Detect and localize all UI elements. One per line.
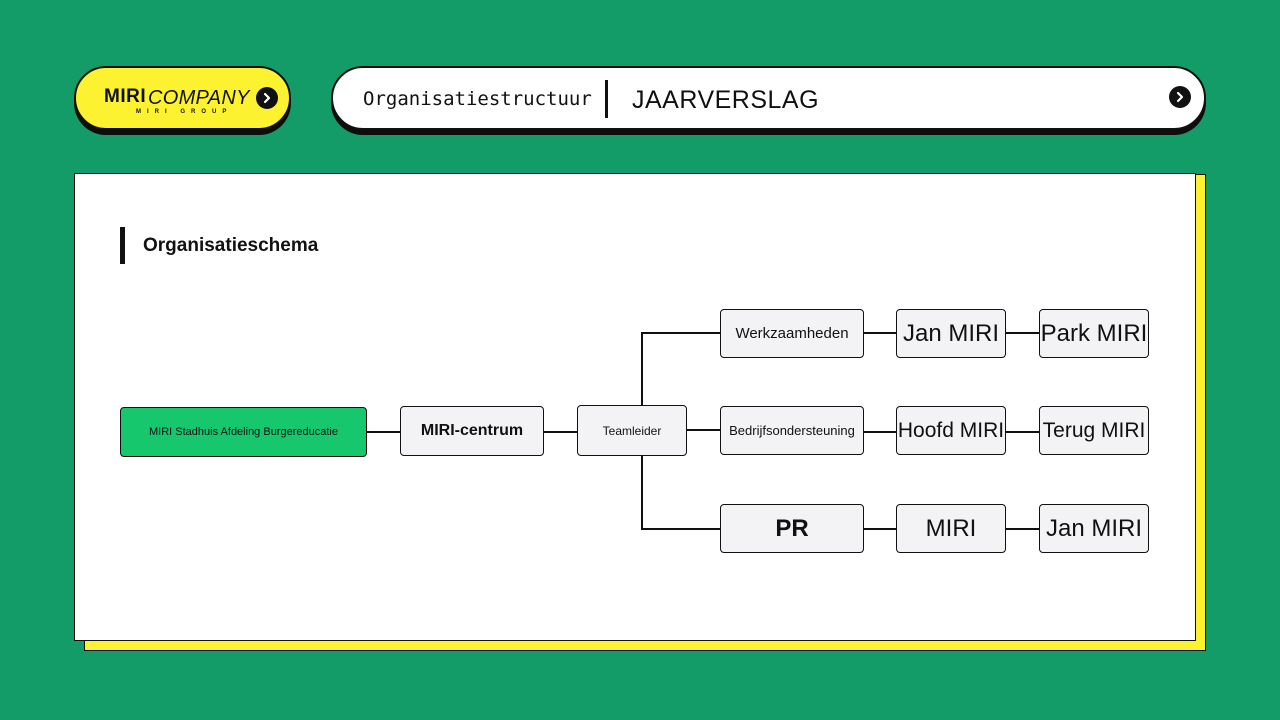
org-node-member: Jan MIRI	[1039, 504, 1149, 553]
title-bar: Organisatiestructuur JAARVERSLAG	[331, 66, 1206, 130]
logo-company-name: COMPANY	[148, 87, 250, 109]
connector-lead-branch-1	[641, 332, 720, 405]
org-node-member: Park MIRI	[1039, 309, 1149, 358]
org-node-member: Terug MIRI	[1039, 406, 1149, 455]
org-node-department: Bedrijfsondersteuning	[720, 406, 864, 455]
breadcrumb-section: Organisatiestructuur	[363, 88, 592, 110]
org-node-member: MIRI	[896, 504, 1006, 553]
logo-subtitle: MIRI GROUP	[136, 109, 233, 115]
section-heading: Organisatieschema	[143, 235, 319, 256]
org-node-member: Jan MIRI	[896, 309, 1006, 358]
arrow-right-circle-icon[interactable]	[1169, 86, 1191, 108]
connector-lead-branch-3	[641, 456, 720, 530]
org-node-lead: Teamleider	[577, 405, 687, 456]
section-marker	[120, 227, 125, 264]
page-title: JAARVERSLAG	[632, 86, 820, 114]
org-node-center: MIRI-centrum	[400, 406, 544, 456]
arrow-right-circle-icon[interactable]	[256, 87, 278, 109]
org-node-department: Werkzaamheden	[720, 309, 864, 358]
org-node-root: MIRI Stadhuis Afdeling Burgereducatie	[120, 407, 367, 457]
logo-mark: MIRI	[104, 86, 147, 107]
org-node-member: Hoofd MIRI	[896, 406, 1006, 455]
logo-pill[interactable]: MIRI COMPANY MIRI GROUP	[74, 66, 291, 130]
title-divider	[605, 80, 608, 118]
org-node-department: PR	[720, 504, 864, 553]
